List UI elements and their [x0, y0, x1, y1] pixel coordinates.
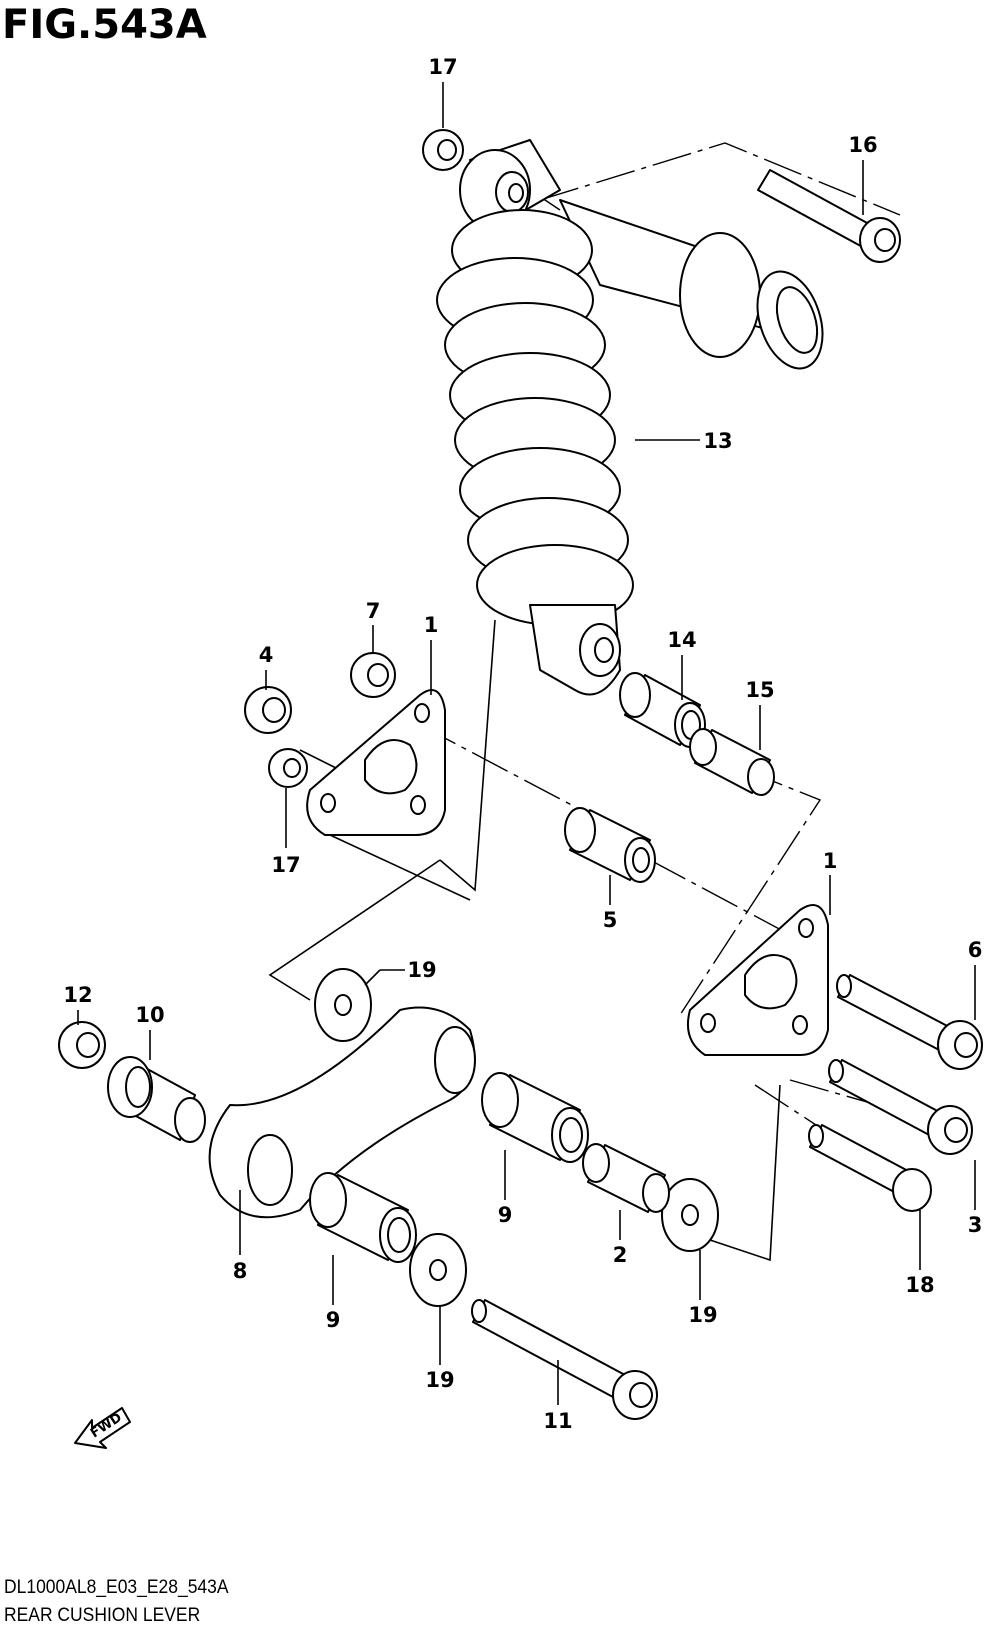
spacer-15 [689, 728, 775, 796]
nut-12 [58, 1021, 106, 1069]
callout-6: 6 [968, 938, 983, 962]
leader-lines [77, 82, 976, 1405]
diagram-code: DL1000AL8_E03_E28_543A [4, 1577, 229, 1598]
callout-19-bottom: 19 [425, 1368, 454, 1392]
callout-2: 2 [613, 1243, 628, 1267]
bearing-9-upper [481, 1072, 589, 1163]
callout-8: 8 [233, 1259, 248, 1283]
fwd-arrow-icon: FWD [74, 1407, 131, 1449]
cushion-lever-plate-left [306, 689, 446, 836]
callout-11: 11 [543, 1409, 572, 1433]
collar-10 [107, 1056, 206, 1143]
spacer-5 [564, 807, 656, 883]
washer-19-right [661, 1178, 719, 1252]
callout-4: 4 [259, 643, 274, 667]
figure-title: FIG.543A [2, 2, 207, 48]
callout-17-top: 17 [428, 55, 457, 79]
callout-5: 5 [603, 908, 618, 932]
assembly-lines [268, 142, 901, 1262]
nut-17-lower [268, 748, 308, 788]
nut-7 [350, 652, 396, 698]
callout-16: 16 [848, 133, 877, 157]
callout-19-top: 19 [407, 958, 436, 982]
bolt-6 [836, 974, 983, 1070]
callout-7: 7 [366, 599, 381, 623]
callout-9-lower: 9 [326, 1308, 341, 1332]
rear-shock-absorber [436, 139, 824, 696]
cushion-lever-plate-right [686, 904, 829, 1056]
flange-nut-17-top [422, 129, 464, 171]
callout-18: 18 [905, 1273, 934, 1297]
callout-9-upper: 9 [498, 1203, 513, 1227]
cushion-lever-rod-8 [208, 1006, 476, 1219]
bolt-3 [828, 1059, 973, 1155]
washer-19-top [314, 968, 372, 1042]
nut-4 [244, 686, 292, 734]
washer-19-bottom [409, 1233, 467, 1307]
callout-15: 15 [745, 678, 774, 702]
callout-3: 3 [968, 1213, 983, 1237]
bolt-18 [808, 1124, 932, 1212]
callout-1-left: 1 [424, 613, 439, 637]
callout-10: 10 [135, 1003, 164, 1027]
callout-19-right: 19 [688, 1303, 717, 1327]
spacer-2 [582, 1143, 670, 1213]
callout-labels: 17 16 13 7 1 4 14 15 17 5 1 6 19 12 10 9… [63, 55, 982, 1433]
callout-17-lower: 17 [271, 853, 300, 877]
callout-12: 12 [63, 983, 92, 1007]
callout-13: 13 [703, 429, 732, 453]
bolt-16 [757, 169, 901, 263]
bearing-9-lower [309, 1172, 417, 1263]
callout-1-right: 1 [823, 849, 838, 873]
callout-14: 14 [667, 628, 696, 652]
diagram-name: REAR CUSHION LEVER [4, 1605, 201, 1626]
bolt-11 [471, 1299, 658, 1420]
